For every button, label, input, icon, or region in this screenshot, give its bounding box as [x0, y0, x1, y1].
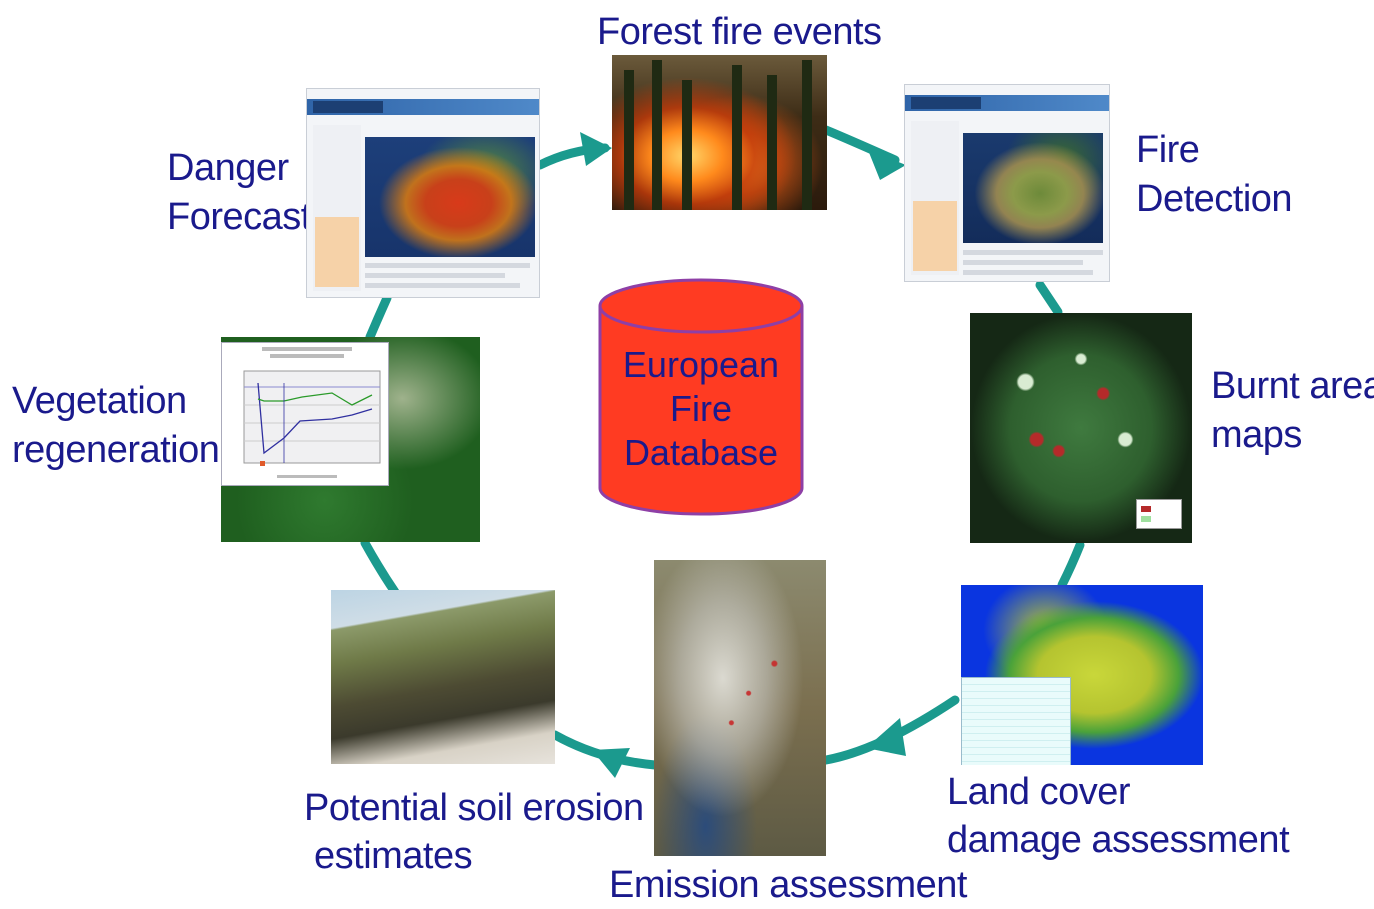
label-soil-line1: Potential soil erosion [304, 787, 644, 829]
arrowhead-to-emission [866, 718, 906, 756]
database-label-line1: European [622, 344, 780, 385]
label-veg-line1: Vegetation [12, 380, 187, 422]
danger-map [365, 137, 535, 257]
vegetation-chart-plot [243, 347, 381, 478]
danger-forecast-portal-screenshot [306, 88, 540, 298]
fire-detection-portal-screenshot [904, 84, 1110, 282]
label-emission: Emission assessment [609, 864, 967, 906]
database-label-line2: Fire [670, 388, 732, 429]
label-land-line2: damage assessment [947, 819, 1290, 861]
label-forest-fire-events: Forest fire events [597, 11, 882, 53]
soil-erosion-photo [331, 590, 555, 764]
label-soil-line2: estimates [314, 835, 473, 877]
label-burnt-line2: maps [1211, 414, 1302, 456]
arrowhead-to-events [580, 132, 612, 166]
label-danger-line2: Forecast [167, 196, 311, 238]
ring-arc-veg-to-danger [365, 293, 392, 342]
forest-fire-photo [612, 55, 827, 210]
label-veg-line2: regeneration [12, 429, 220, 471]
label-fire-line2: Detection [1136, 178, 1293, 220]
label-land-line1: Land cover [947, 771, 1131, 813]
land-cover-table [961, 677, 1071, 765]
arrowhead-to-soil [592, 748, 630, 778]
ring-arc-detection-to-burnt [1035, 280, 1063, 317]
emission-satellite-image [654, 560, 826, 856]
burnt-map-legend [1136, 499, 1182, 529]
detection-map [963, 133, 1103, 243]
label-burnt-line1: Burnt area [1211, 365, 1374, 407]
land-cover-map [961, 585, 1203, 765]
label-danger-line1: Danger [167, 147, 289, 189]
vegetation-regeneration-chart [221, 342, 389, 486]
ring-arc-burnt-to-landcover [1057, 540, 1085, 590]
label-fire-line1: Fire [1136, 129, 1200, 171]
database-label-line3: Database [623, 432, 779, 473]
burnt-area-map [970, 313, 1192, 543]
ring-arc-events-to-detection [821, 125, 900, 165]
ring-arc-soil-to-veg [360, 538, 400, 597]
arrowhead-to-detection [868, 150, 906, 180]
